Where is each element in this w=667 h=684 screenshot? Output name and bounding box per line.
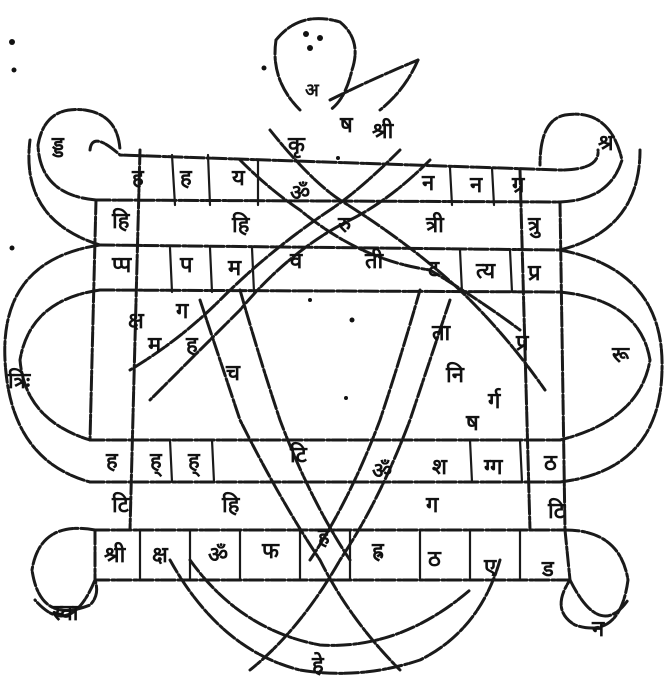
syllable-right-edge: रू — [611, 343, 630, 368]
syllable-r1c2: ह — [179, 166, 193, 191]
syllable-r2c1: हि — [111, 207, 131, 234]
syllable-r3c7: त्य — [475, 259, 496, 284]
syllable-top3: श्री — [372, 117, 395, 144]
serpent-head — [275, 19, 418, 110]
syllable-r7c2: क्ष — [152, 543, 169, 568]
syllable-rc2: ष — [465, 411, 480, 436]
syllable-ld2: ग — [175, 299, 190, 324]
syllable-r7c4: फ — [261, 539, 280, 564]
syllable-r6c6: टि — [547, 497, 566, 524]
syllable-r7c5: ह — [317, 525, 331, 550]
syllable-top2: ष — [339, 113, 354, 138]
syllable-lc2: ह — [185, 333, 199, 358]
syllable-rc3: र्ग — [487, 387, 502, 414]
syllable-r5c4: टि — [289, 441, 308, 468]
syllable-left-edge: त्रिः — [7, 367, 32, 394]
syllable-lc3: च — [225, 361, 241, 386]
syllable-r7c8: ए — [483, 555, 497, 580]
serpent-head-label: अ — [305, 80, 320, 101]
syllable-r1c7: न — [469, 173, 483, 198]
syllable-r6c3: हि — [221, 491, 241, 518]
syllable-r5c5: ॐ — [372, 459, 392, 484]
syllable-r3c8: प्र — [527, 261, 542, 286]
syllable-r2c2: हि — [231, 211, 251, 238]
syllable-r7c1: श्री — [104, 541, 127, 568]
syllable-r5c6: श — [432, 455, 448, 480]
syllable-mid-om: ॐ — [290, 181, 310, 206]
syllable-r2c8: त्रु — [527, 213, 541, 239]
syllable-r7c6: ह्र — [371, 539, 385, 564]
syllable-tl-loop: ड्ड — [51, 133, 65, 158]
syllable-top1: कृ — [287, 133, 306, 159]
syllable-lc1: म — [147, 333, 162, 358]
syllable-r2c6: त्री — [425, 211, 445, 238]
syllable-r7c3: ॐ — [208, 543, 228, 568]
syllable-r1c1: ह — [131, 166, 145, 191]
syllable-r1c3: य — [231, 166, 246, 191]
syllable-ld1: क्ष — [128, 309, 145, 334]
syllable-r1c8: ग्र — [511, 173, 526, 198]
syllable-r3c2: प — [179, 253, 194, 278]
syllable-r5c1: ह — [105, 449, 119, 474]
syllable-r3c6: ट — [427, 257, 440, 282]
syllable-r1c6: न — [421, 171, 435, 196]
syllable-tr-loop: श्र — [598, 131, 615, 156]
cell-dividers — [140, 155, 522, 580]
syllable-rc1: नि — [445, 361, 465, 388]
interlace-diagonals — [130, 130, 545, 673]
syllable-r6c5: ग — [425, 493, 440, 518]
syllable-r3c4: व — [289, 249, 303, 274]
syllable-r7c7: ठ — [427, 547, 442, 572]
syllable-mid-ra: रु — [337, 213, 352, 238]
syllable-r5c8: ठ — [543, 451, 558, 476]
vertical-bands — [90, 150, 570, 580]
syllable-r3c1: प्प — [111, 253, 133, 278]
syllable-bottom: हे — [311, 651, 325, 678]
syllable-br-loop: न — [591, 617, 605, 642]
syllable-mid-ti: ती — [364, 247, 385, 274]
syllable-r5c3: ह् — [187, 449, 201, 478]
syllable-rd1: ता — [431, 321, 452, 346]
syllable-rd2: प्र — [515, 331, 530, 356]
ink-dots — [9, 39, 355, 400]
syllable-r6c1: टि — [111, 491, 130, 518]
syllable-r5c2: ह् — [149, 449, 163, 478]
syllable-r5c7: ग्ग — [483, 455, 504, 480]
syllable-bl-loop: स्वा — [51, 601, 80, 626]
syllable-r7c9: ड — [541, 557, 555, 582]
syllable-r3c3: म — [227, 256, 242, 281]
